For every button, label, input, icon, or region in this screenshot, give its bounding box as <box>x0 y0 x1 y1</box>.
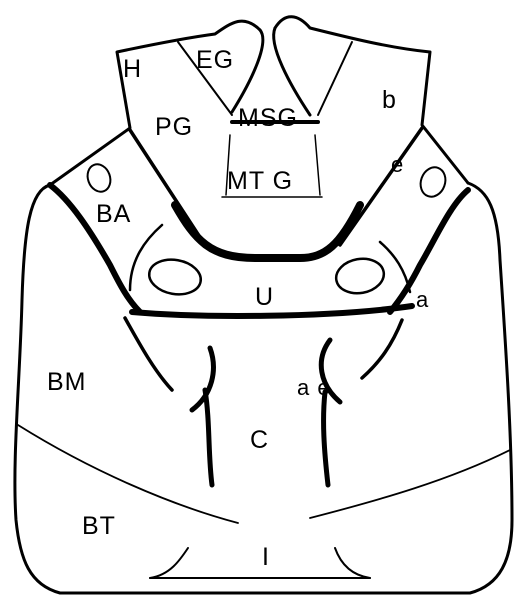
label-a: a <box>416 287 429 312</box>
right-eg-divider <box>318 42 352 115</box>
label-msg: MSG <box>238 104 298 132</box>
left-upper-notch <box>232 30 263 112</box>
right-gena-line <box>340 128 422 245</box>
inner-u-border <box>175 205 360 258</box>
label-e-upper: e <box>391 152 404 177</box>
label-b: b <box>382 86 397 114</box>
left-large-pit <box>146 256 203 299</box>
label-u: U <box>255 283 274 311</box>
label-bm: BM <box>47 368 87 396</box>
label-i: I <box>262 543 270 571</box>
right-upper-lobe <box>275 17 468 183</box>
left-small-pit <box>84 161 114 195</box>
right-bm-stroke <box>362 320 402 378</box>
left-inner-arc <box>130 225 162 290</box>
label-mtg: MT G <box>227 167 293 195</box>
right-central-sulcus <box>321 340 340 485</box>
label-ae: a e <box>297 375 331 400</box>
left-bm-stroke <box>125 318 172 390</box>
right-inner-arc <box>380 242 410 292</box>
label-bt: BT <box>82 512 116 540</box>
label-ba: BA <box>96 200 131 228</box>
label-h: H <box>123 55 142 83</box>
left-bt-arc <box>18 425 238 523</box>
label-eg: EG <box>196 46 234 74</box>
label-c: C <box>250 426 269 454</box>
label-pg: PG <box>155 113 193 141</box>
right-large-pit <box>333 255 386 297</box>
left-central-sulcus <box>192 348 213 485</box>
bottom-right-tick <box>335 548 370 578</box>
right-bt-arc <box>310 450 510 518</box>
right-upper-notch <box>274 28 310 115</box>
bottom-left-tick <box>150 548 188 578</box>
right-small-pit <box>417 164 450 200</box>
